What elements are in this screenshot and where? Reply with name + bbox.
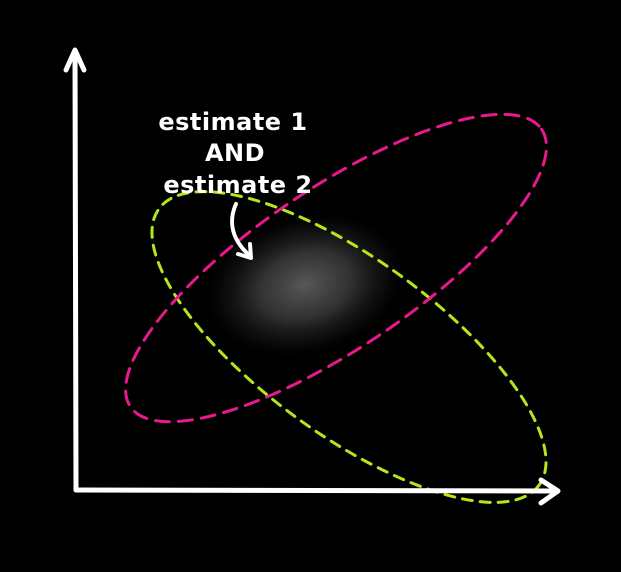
y-axis-arrowhead [63,47,87,73]
annotation-line-2: AND [205,139,265,167]
estimate-1-ellipse [124,112,548,424]
annotation-line-1: estimate 1 [158,108,307,136]
annotation-arrow-shaft [230,202,252,258]
annotation-arrow [230,202,253,260]
estimate-2-ellipse [150,190,548,504]
annotation-arrow-head [236,242,253,260]
axes [63,47,561,506]
y-axis [72,49,79,493]
annotation-line-3: estimate 2 [163,171,312,199]
annotation: estimate 1 AND estimate 2 [158,108,312,199]
x-axis [73,487,559,494]
x-axis-arrowhead [538,477,561,506]
